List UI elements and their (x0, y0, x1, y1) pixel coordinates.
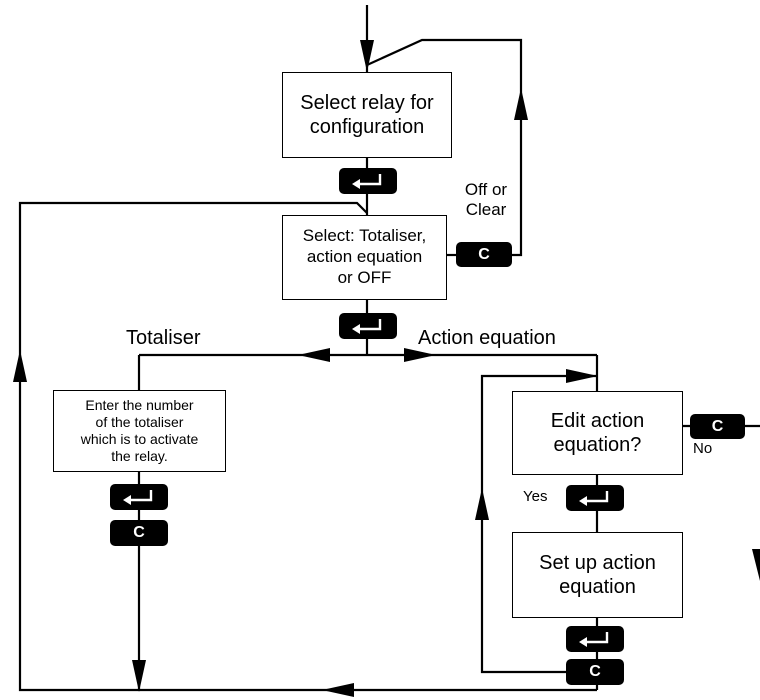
enter-key-icon[interactable] (339, 168, 397, 194)
off-or-clear-label: Off or Clear (464, 180, 508, 220)
yes-label: Yes (523, 488, 548, 505)
clear-return-connector (366, 38, 523, 257)
arrow-head-down-no-branch (752, 549, 760, 581)
outer-return-connector (18, 201, 597, 692)
totaliser-branch-label: Totaliser (126, 327, 201, 349)
enter-key-glyph (579, 632, 609, 647)
clear-key-icon[interactable]: C (566, 659, 624, 685)
action-equation-branch-label: Action equation (418, 327, 556, 349)
enter-key-icon[interactable] (566, 626, 624, 652)
enter-key-glyph (579, 491, 609, 506)
arrow-head-up-right-loop (514, 88, 528, 120)
enter-key-glyph (352, 319, 382, 334)
arrow-head-left-bottom (322, 683, 354, 697)
arrow-head-down-entry (360, 40, 374, 72)
enter-key-glyph (352, 174, 382, 189)
enter-key-glyph (123, 490, 153, 505)
action-inner-loop-connector (480, 374, 597, 674)
enter-key-icon[interactable] (566, 485, 624, 511)
arrow-head-right-action (404, 348, 436, 362)
arrow-head-up-inner-loop (475, 488, 489, 520)
edit-action-box: Edit action equation? (512, 391, 683, 475)
select-type-box: Select: Totaliser, action equation or OF… (282, 215, 447, 300)
enter-key-icon[interactable] (339, 313, 397, 339)
enter-key-icon[interactable] (110, 484, 168, 510)
no-label: No (693, 440, 713, 457)
arrow-head-up-left-loop (13, 350, 27, 382)
arrow-head-left-totaliser (298, 348, 330, 362)
clear-key-icon[interactable]: C (690, 414, 745, 439)
clear-key-icon[interactable]: C (456, 242, 512, 267)
arrow-head-down-totaliser (132, 660, 146, 692)
select-relay-box: Select relay for configuration (282, 72, 452, 158)
enter-totaliser-box: Enter the number of the totaliser which … (53, 390, 226, 472)
setup-action-box: Set up action equation (512, 532, 683, 618)
arrow-head-right-inner-loop (566, 369, 598, 383)
clear-key-icon[interactable]: C (110, 520, 168, 546)
